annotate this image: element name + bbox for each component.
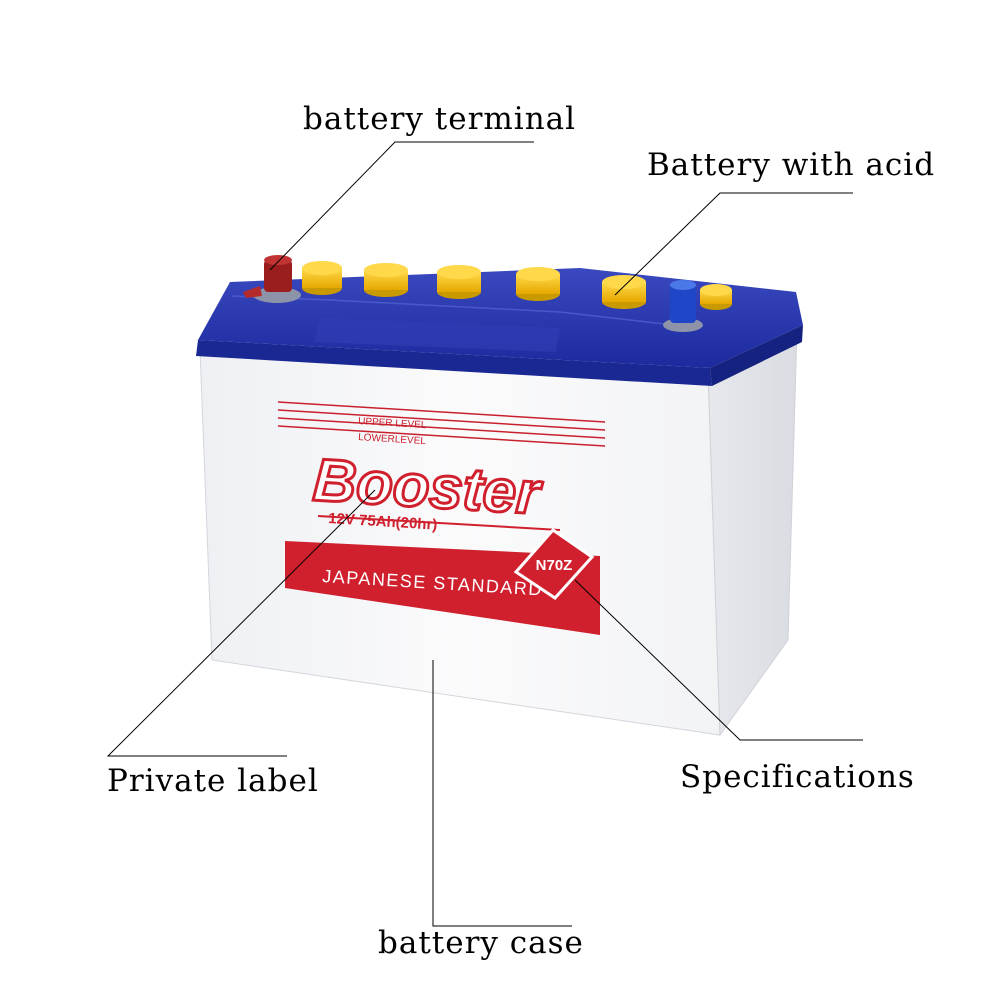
leader-lines — [106, 141, 863, 927]
negative-terminal — [663, 280, 703, 332]
vent-cap — [437, 265, 481, 299]
upper-level-text: UPPER LEVEL — [358, 416, 427, 431]
vent-cap — [364, 263, 408, 297]
model-text: N70Z — [536, 557, 573, 574]
vent-caps — [302, 261, 732, 310]
leader-battery-with-acid — [614, 192, 853, 296]
vent-cap — [602, 275, 646, 309]
vent-cap — [302, 261, 342, 295]
leader-specifications — [574, 579, 863, 741]
rating-text: 12V 75Ah(20hr) — [328, 510, 438, 534]
callout-private-label: Private label — [107, 763, 319, 799]
leader-private-label — [106, 489, 376, 757]
battery-terminal — [243, 255, 301, 303]
battery-case — [199, 329, 798, 737]
callout-specifications: Specifications — [680, 759, 915, 795]
lower-level-text: LOWERLEVEL — [358, 432, 427, 447]
leader-battery-case — [432, 660, 572, 927]
vent-cap — [516, 267, 560, 301]
leader-battery-terminal — [269, 141, 534, 271]
battery-lid — [196, 268, 803, 386]
model-badge: N70Z — [513, 528, 595, 600]
vent-cap — [700, 284, 732, 310]
callout-battery-case: battery case — [378, 925, 584, 961]
callout-battery-terminal: battery terminal — [303, 101, 577, 137]
callout-battery-with-acid: Battery with acid — [647, 147, 936, 183]
brand-logo: Booster — [311, 446, 545, 527]
level-markings — [277, 401, 606, 447]
